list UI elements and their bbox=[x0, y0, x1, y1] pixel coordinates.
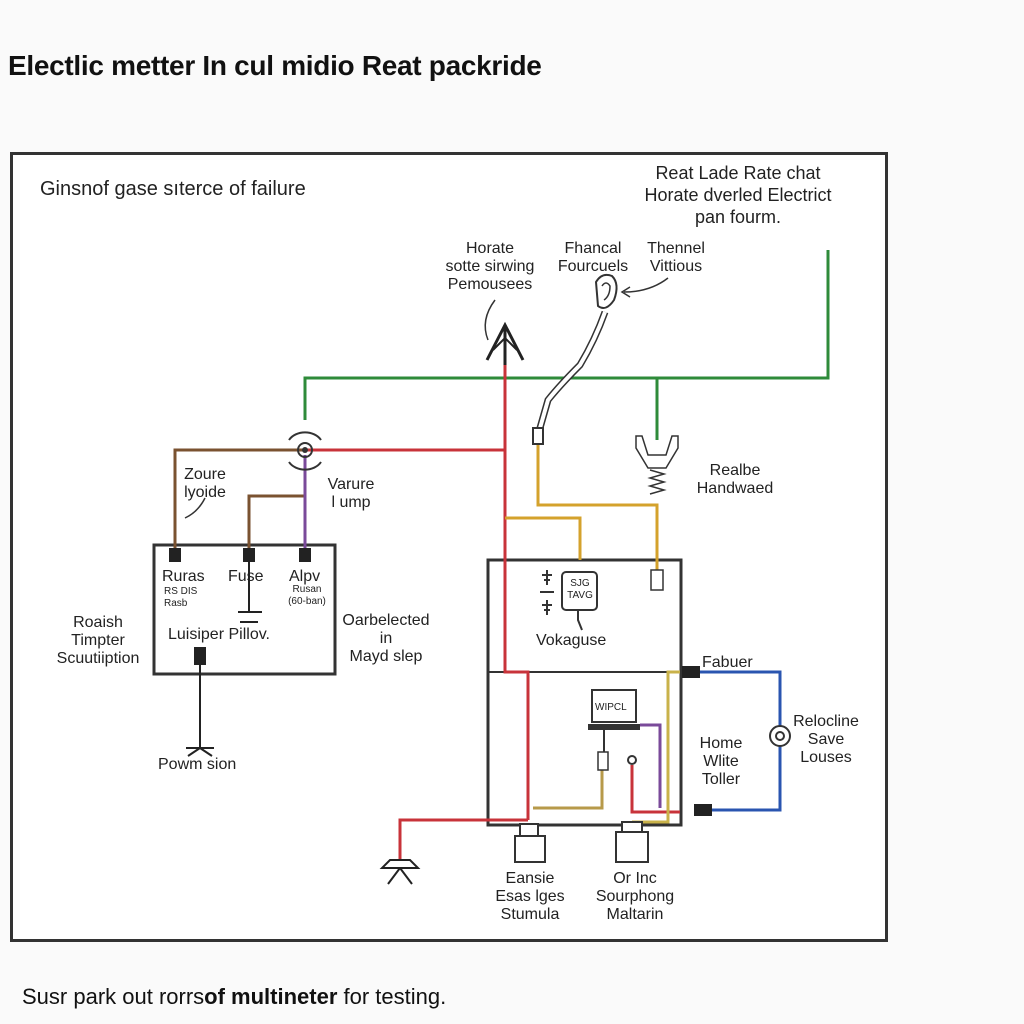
label-orinc: Or Inc Sourphong Maltarin bbox=[595, 870, 675, 923]
right-block bbox=[650, 569, 664, 591]
label-alpv-sub: Rusan (60-bаn) bbox=[288, 584, 326, 607]
connector-orinc bbox=[615, 831, 649, 863]
label-eansie: Eansie Esas lges Stumula bbox=[495, 870, 565, 923]
wipcl-fuse bbox=[597, 751, 609, 771]
plug-symbol bbox=[379, 859, 421, 885]
label-ruras-sub: RS DIS Rasb bbox=[164, 586, 198, 609]
junction-connector bbox=[297, 442, 313, 458]
wipcl-box bbox=[591, 689, 637, 723]
terminal-fabuer bbox=[682, 666, 700, 678]
black-wire-fuse bbox=[238, 560, 262, 613]
label-home: Home Wlite Toller bbox=[699, 735, 743, 788]
label-realbe: Realbe Handwaed bbox=[696, 462, 774, 497]
label-thennel: Thennel Vittious bbox=[647, 240, 705, 275]
probe-tip bbox=[532, 427, 544, 445]
gold-wire-meter bbox=[505, 516, 582, 560]
label-varure: Varure l ump bbox=[327, 476, 375, 511]
label-horate: Horate sotte sirwing Pemousees bbox=[445, 240, 535, 293]
meter-display: SJG TAVG bbox=[567, 578, 593, 601]
label-alpv: Alpv bbox=[289, 568, 321, 585]
gold-wire-right bbox=[632, 670, 680, 824]
gold-wire-bottom bbox=[533, 765, 604, 810]
wipcl-node bbox=[627, 755, 637, 765]
red-wire-bottom bbox=[398, 818, 528, 860]
connector-eansie bbox=[514, 835, 546, 863]
label-fhancal: Fhancal Fourcuels bbox=[557, 240, 629, 275]
footer-caption: Susr park out rorrsof multineter for tes… bbox=[22, 984, 447, 1009]
page-title: Electlic metter In cul midio Reat packri… bbox=[8, 50, 542, 81]
terminal-ruras bbox=[169, 548, 181, 562]
meter-device bbox=[561, 571, 598, 611]
leader-thennel bbox=[623, 277, 669, 293]
brown-wire-left bbox=[173, 448, 305, 552]
terminal-fuse bbox=[243, 548, 255, 562]
label-relocline: Relocline Save Louses bbox=[793, 713, 859, 766]
ground-symbol-left bbox=[186, 747, 214, 757]
terminal-alpv bbox=[299, 548, 311, 562]
label-fabuer: Fabuer bbox=[702, 654, 753, 671]
terminal-home bbox=[694, 804, 712, 816]
leader-horate bbox=[484, 299, 496, 341]
label-zoure: Zoure lyoide bbox=[184, 466, 226, 501]
left-fuse-box bbox=[152, 543, 337, 676]
label-powm-sion: Powm sion bbox=[158, 756, 237, 773]
red-wire-inner bbox=[630, 765, 680, 814]
red-wire-vertical bbox=[503, 360, 530, 820]
label-ruras: Ruras bbox=[162, 568, 205, 585]
junction-arc-top bbox=[288, 431, 322, 441]
label-luisiper: Luisiper Pillov. bbox=[168, 626, 270, 643]
brown-wire-fuse bbox=[247, 494, 305, 552]
purple-wire-right bbox=[640, 723, 662, 808]
diagram-heading-left: Ginsnof gase sıterce of failure bbox=[40, 178, 306, 200]
terminal-luisiper bbox=[194, 647, 206, 665]
diagram-heading-right: Reat Lade Rate chat Horate dverled Elect… bbox=[644, 163, 832, 227]
probe-handle bbox=[594, 273, 618, 309]
label-roaish: Roaish Timpter Scuutiiption bbox=[56, 614, 140, 667]
spring-coil bbox=[647, 469, 667, 495]
up-arrow bbox=[485, 321, 525, 365]
leader-zoure bbox=[184, 497, 206, 519]
label-vokaguse: Vokaguse bbox=[536, 632, 607, 649]
label-wipcl: WIPCL bbox=[595, 702, 627, 713]
right-control-box bbox=[486, 558, 683, 827]
label-fuse: Fuse bbox=[228, 568, 264, 585]
battery-symbol-bottom bbox=[542, 600, 552, 615]
gold-wire-probe bbox=[536, 440, 659, 570]
junction-arc-bottom bbox=[288, 461, 322, 471]
label-oarbelected: Oarbelected in Mayd slep bbox=[342, 612, 430, 665]
relocline-target bbox=[769, 725, 791, 747]
battery-symbol-top bbox=[542, 570, 552, 585]
spring-component bbox=[635, 435, 679, 469]
